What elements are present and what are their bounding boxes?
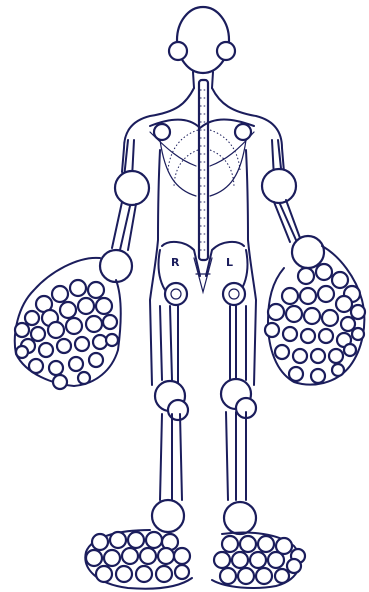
wrist-joint-right	[100, 250, 132, 282]
wrist-joint-left	[292, 236, 324, 268]
foot-joint-left	[232, 552, 248, 568]
elbow-joint-left	[262, 169, 296, 203]
foot-joint-right	[128, 532, 144, 548]
hand-joint-left	[289, 367, 303, 381]
left-side-label: L	[226, 256, 233, 269]
hand-joint-left	[351, 305, 365, 319]
hand-joint-right	[49, 361, 63, 375]
foot-joint-right	[174, 548, 190, 564]
left-arm	[262, 140, 324, 268]
hand-joint-right	[39, 343, 53, 357]
hand-joint-right	[96, 298, 112, 314]
hand-joint-right	[78, 372, 90, 384]
hand-joint-right	[88, 282, 104, 298]
head	[169, 7, 235, 88]
hand-joint-left	[304, 308, 320, 324]
foot-joint-left	[238, 568, 254, 584]
small-joints	[15, 264, 365, 584]
hand-joint-right	[48, 322, 64, 338]
foot-joint-right	[116, 566, 132, 582]
hand-joint-left	[318, 286, 334, 302]
hand-joint-left	[275, 345, 289, 359]
hand-joint-right	[103, 315, 117, 329]
hip-joint-left	[223, 283, 245, 305]
foot-joint-right	[96, 566, 112, 582]
ankle-joint-left	[224, 502, 256, 534]
right-leg	[152, 306, 188, 532]
foot-joint-right	[86, 550, 102, 566]
right-side-label: R	[171, 256, 180, 269]
hand-joint-right	[106, 334, 118, 346]
hand-joint-left	[316, 264, 332, 280]
hand-joint-left	[352, 328, 364, 340]
jaw-joint-right	[169, 42, 187, 60]
foot-joint-right	[146, 532, 162, 548]
hand-joint-right	[53, 375, 67, 389]
hand-joint-left	[332, 364, 344, 376]
elbow-joint-right	[115, 171, 149, 205]
hand-joint-left	[311, 349, 325, 363]
foot-joint-right	[110, 532, 126, 548]
right-arm	[100, 140, 149, 282]
foot-joint-right	[104, 550, 120, 566]
hand-joint-right	[16, 346, 28, 358]
hand-joint-right	[31, 327, 45, 341]
left-leg	[221, 306, 256, 534]
hand-joint-right	[57, 339, 71, 353]
hand-joint-right	[70, 280, 86, 296]
hand-joint-right	[89, 353, 103, 367]
hip-joint-right	[165, 283, 187, 305]
hand-joint-right	[78, 298, 94, 314]
hand-joint-left	[293, 349, 307, 363]
foot-joint-right	[156, 566, 172, 582]
foot-joint-left	[287, 559, 301, 573]
foot-joint-left	[258, 536, 274, 552]
hand-joint-left	[301, 329, 315, 343]
hand-joint-left	[332, 272, 348, 288]
foot-joint-left	[222, 536, 238, 552]
hand-joint-left	[265, 323, 279, 337]
foot-joint-left	[256, 568, 272, 584]
foot-joint-right	[136, 566, 152, 582]
hand-joint-right	[25, 311, 39, 325]
hand-joint-left	[286, 306, 302, 322]
hand-joint-left	[283, 327, 297, 341]
hand-joint-left	[336, 296, 352, 312]
hand-joint-left	[341, 317, 355, 331]
hand-joint-right	[60, 302, 76, 318]
hand-joint-right	[66, 318, 82, 334]
jaw-joint-left	[217, 42, 235, 60]
foot-joint-left	[240, 536, 256, 552]
hand-joint-right	[52, 286, 68, 302]
foot-joint-left	[214, 552, 230, 568]
foot-joint-right	[92, 534, 108, 550]
foot-joint-left	[250, 552, 266, 568]
foot-joint-left	[275, 569, 289, 583]
hand-joint-left	[329, 349, 343, 363]
hand-joint-left	[268, 304, 284, 320]
foot-joint-right	[175, 565, 189, 579]
hand-joint-right	[75, 337, 89, 351]
hand-joint-right	[86, 316, 102, 332]
hand-joint-left	[319, 329, 333, 343]
foot-joint-left	[268, 552, 284, 568]
hand-joint-right	[93, 335, 107, 349]
foot-joint-left	[220, 568, 236, 584]
ankle-joint-right	[152, 500, 184, 532]
hand-joint-left	[344, 344, 356, 356]
hand-joint-right	[69, 357, 83, 371]
foot-joint-right	[122, 548, 138, 564]
hand-joint-right	[29, 359, 43, 373]
hand-joint-left	[322, 310, 338, 326]
spine	[199, 80, 208, 260]
hand-joint-left	[311, 369, 325, 383]
foot-joint-right	[158, 548, 174, 564]
hand-joint-left	[282, 288, 298, 304]
hand-joint-left	[300, 288, 316, 304]
foot-joint-right	[140, 548, 156, 564]
hand-joint-left	[298, 268, 314, 284]
hand-joint-right	[15, 323, 29, 337]
